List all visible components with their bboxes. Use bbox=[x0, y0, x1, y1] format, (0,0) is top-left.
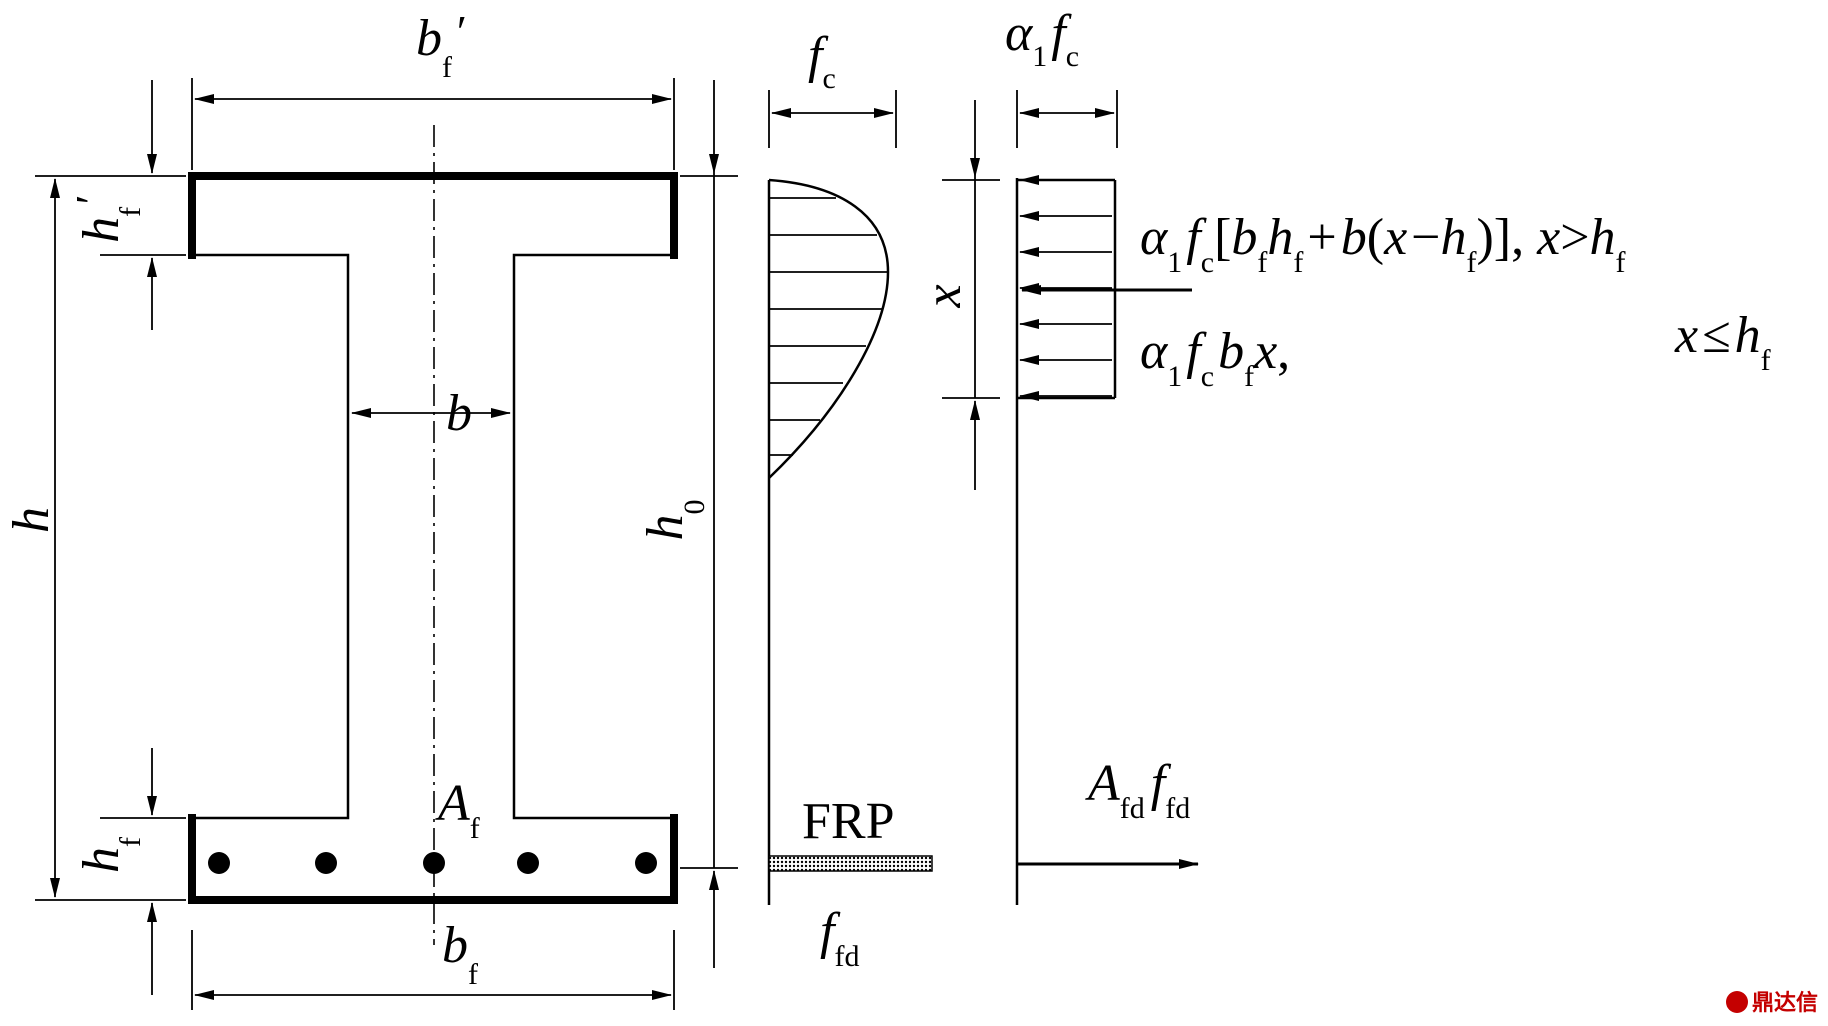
label-b: b bbox=[446, 385, 472, 442]
frp-strip bbox=[768, 855, 933, 872]
label-h: h bbox=[3, 507, 60, 533]
frp-bar-2 bbox=[315, 852, 337, 874]
label-alpha-fc: α1fc bbox=[1005, 5, 1079, 73]
label-fc: fc bbox=[808, 27, 836, 95]
top-flange-outline bbox=[188, 172, 678, 259]
label-hf: hf bbox=[73, 837, 147, 873]
i-beam-section bbox=[188, 125, 678, 945]
frp-bar-5 bbox=[635, 852, 657, 874]
label-hf-prime: hf′ bbox=[67, 196, 147, 243]
formula-case-2: α1fcbfx, bbox=[1140, 323, 1290, 393]
frp-bar-3 bbox=[423, 852, 445, 874]
formula-case-2-condition: x≤hf bbox=[1674, 307, 1771, 377]
label-Af: Af bbox=[435, 775, 480, 845]
dim-hf: hf bbox=[73, 748, 186, 995]
web-right-outline bbox=[512, 253, 674, 820]
watermark: 鼎达信 bbox=[1726, 990, 1818, 1016]
watermark-logo-icon bbox=[1726, 991, 1748, 1013]
formula-case-1: α1fc[bfhf+b(x−hf)], x>hf bbox=[1140, 209, 1626, 279]
label-x: x bbox=[915, 284, 972, 308]
parabolic-stress-block: fc FRP ffd bbox=[767, 27, 933, 973]
bottom-flange-outline bbox=[188, 814, 678, 904]
web-left-outline bbox=[192, 253, 350, 820]
label-ffd: ffd bbox=[820, 903, 859, 973]
dim-b: b bbox=[351, 385, 511, 442]
dim-h: h bbox=[3, 175, 186, 901]
label-frp: FRP bbox=[802, 793, 895, 850]
parabolic-curve bbox=[768, 178, 890, 479]
dim-bf-prime: bf′ bbox=[191, 6, 675, 170]
label-bf: bf bbox=[442, 917, 478, 991]
dim-h0: h0 bbox=[637, 80, 738, 968]
watermark-text: 鼎达信 bbox=[1752, 990, 1818, 1016]
label-h0: h0 bbox=[637, 500, 711, 541]
label-bf-prime: bf′ bbox=[416, 6, 465, 84]
stress-arrows bbox=[1019, 175, 1112, 401]
frp-bar-4 bbox=[517, 852, 539, 874]
hatch-lines bbox=[769, 197, 888, 456]
dim-bf: bf bbox=[191, 917, 675, 1010]
dim-hf-prime: hf′ bbox=[67, 80, 186, 330]
frp-bar-1 bbox=[208, 852, 230, 874]
